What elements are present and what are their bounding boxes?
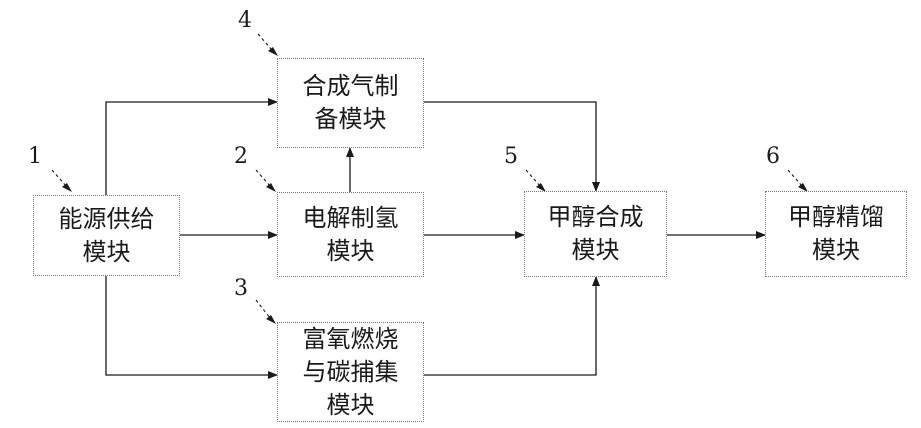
module-label-line: 甲醇合成 [548,201,644,234]
module-label-line: 合成气制 [303,70,399,103]
edge-energy-to-syngas [106,102,277,195]
module-number-6: 6 [766,146,780,168]
edge-energy-to-oxyfuel [106,276,277,375]
leader-5 [526,170,540,186]
module-label-line: 备模块 [315,103,387,136]
module-syngas-preparation: 合成气制 备模块 [277,58,424,148]
module-label-line: 富氧燃烧 [303,323,399,356]
module-label-line: 能源供给 [59,203,155,236]
module-methanol-synthesis: 甲醇合成 模块 [524,191,667,277]
module-methanol-distillation: 甲醇精馏 模块 [765,191,907,277]
module-number-4: 4 [238,10,252,32]
module-label-line: 模块 [812,234,860,267]
module-number-3: 3 [234,278,248,300]
module-label-line: 与碳捕集 [303,356,399,389]
module-number-2: 2 [234,146,248,168]
module-electrolysis-hydrogen: 电解制氢 模块 [277,192,424,277]
module-label-line: 电解制氢 [303,202,399,235]
module-label-line: 模块 [327,389,375,422]
module-label-line: 甲醇精馏 [788,201,884,234]
leader-4 [258,34,272,50]
module-label-line: 模块 [572,234,620,267]
leader-1 [52,170,66,186]
leader-3 [256,300,270,318]
module-label-line: 模块 [327,235,375,268]
leader-2 [256,170,270,186]
module-energy-supply: 能源供给 模块 [33,195,180,276]
module-oxyfuel-carbon-capture: 富氧燃烧 与碳捕集 模块 [277,322,424,422]
module-number-5: 5 [504,146,518,168]
edge-oxyfuel-to-methanol [424,277,596,375]
module-label-line: 模块 [83,236,131,269]
leader-6 [788,170,802,186]
module-number-1: 1 [28,146,42,168]
